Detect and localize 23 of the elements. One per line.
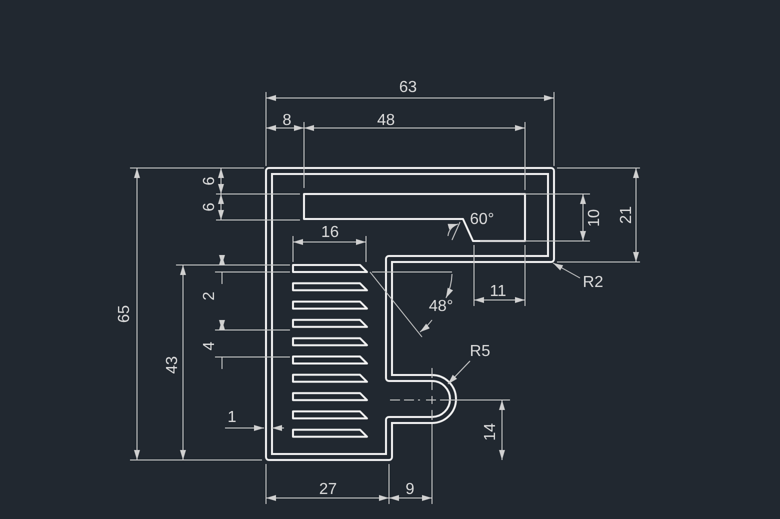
- dimension-value: 2: [202, 292, 218, 300]
- dimension-value: 65: [117, 305, 133, 323]
- dimension-value: 11: [490, 284, 506, 300]
- dimension-value: 10: [587, 209, 603, 227]
- dimension-value: 1: [228, 410, 236, 426]
- dimension-value: 48°: [428, 299, 454, 315]
- dimension-value: 43: [165, 356, 181, 374]
- dimension-value: 9: [406, 482, 414, 498]
- dimension-value: 16: [321, 225, 339, 241]
- dimension-value: 48: [377, 113, 395, 129]
- dimension-value: 8: [282, 113, 292, 129]
- dimension-value: 21: [619, 206, 635, 224]
- radius-label: R5: [470, 344, 490, 360]
- dimension-value: 27: [319, 482, 337, 498]
- dimension-value: 4: [202, 342, 218, 350]
- radius-label: R2: [582, 274, 604, 290]
- leader-line: [448, 360, 470, 384]
- dimension-value: 14: [483, 423, 499, 441]
- dimension-value: 6: [202, 202, 218, 212]
- dimension-value: 6: [202, 176, 218, 186]
- dimension-value: 60°: [470, 212, 494, 228]
- leader-line: [552, 262, 580, 278]
- dimension-value: 63: [399, 80, 417, 96]
